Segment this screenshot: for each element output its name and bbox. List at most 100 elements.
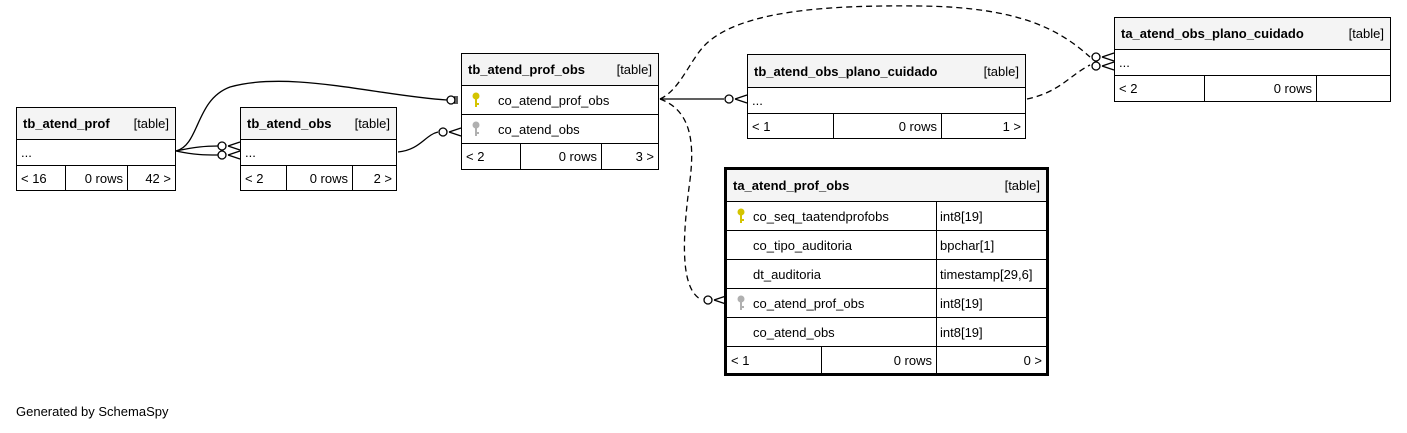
column-name: co_atend_prof_obs	[753, 295, 865, 311]
table-footer: < 2 0 rows 3 >	[462, 144, 658, 169]
table-ta-atend-obs-plano-cuidado[interactable]: ta_atend_obs_plano_cuidado [table] ... <…	[1114, 17, 1391, 102]
parents-link[interactable]: < 1	[752, 118, 771, 134]
placeholder-row: ...	[17, 140, 175, 166]
children-link[interactable]: 42 >	[127, 166, 175, 190]
parents-link[interactable]: < 2	[1119, 81, 1138, 96]
columns-placeholder: ...	[245, 145, 256, 160]
column-type: int8[19]	[936, 289, 1046, 317]
children-link[interactable]: 3 >	[601, 144, 658, 169]
columns-placeholder: ...	[752, 93, 763, 108]
edge-obs-plano-to-ta-obs-plano	[1026, 64, 1091, 100]
cardinality-circle	[217, 141, 227, 151]
column-type: bpchar[1]	[936, 231, 1046, 259]
placeholder-row: ...	[241, 140, 396, 166]
cardinality-circle	[703, 295, 713, 305]
edge-atend-prof-to-atend-obs	[175, 145, 219, 156]
table-header: tb_atend_prof_obs [table]	[462, 54, 658, 86]
column-row[interactable]: co_atend_prof_obs	[462, 86, 658, 115]
primary-key-icon	[472, 92, 480, 107]
row-count: 0 rows	[821, 347, 936, 373]
cardinality-circle	[1091, 52, 1101, 62]
column-name: co_tipo_auditoria	[753, 237, 853, 253]
column-type: int8[19]	[936, 318, 1046, 346]
generated-by-text: Generated by SchemaSpy	[16, 404, 169, 419]
row-count: 0 rows	[520, 144, 601, 169]
table-footer: < 1 0 rows 1 >	[748, 114, 1025, 138]
table-header: tb_atend_obs_plano_cuidado [table]	[748, 55, 1025, 88]
column-name: co_atend_obs	[753, 324, 835, 340]
row-count: 0 rows	[286, 166, 352, 190]
table-name[interactable]: tb_atend_prof	[23, 116, 110, 131]
table-name[interactable]: tb_atend_obs_plano_cuidado	[754, 63, 938, 79]
table-header: tb_atend_obs [table]	[241, 108, 396, 140]
table-footer: < 16 0 rows 42 >	[17, 166, 175, 190]
row-count: 0 rows	[1204, 76, 1316, 101]
table-tb-atend-prof-obs[interactable]: tb_atend_prof_obs [table] co_atend_prof_…	[461, 53, 659, 170]
edge-prof-obs-to-ta-obs-plano	[659, 5, 1091, 100]
table-tb-atend-obs[interactable]: tb_atend_obs [table] ... < 2 0 rows 2 >	[240, 107, 397, 191]
edge-prof-obs-to-ta-prof-obs	[659, 98, 703, 301]
table-name[interactable]: ta_atend_obs_plano_cuidado	[1121, 26, 1304, 41]
cardinality-circle	[446, 95, 456, 105]
column-name: co_atend_prof_obs	[498, 92, 610, 108]
placeholder-row: ...	[748, 88, 1025, 114]
parents-link[interactable]: < 1	[731, 352, 750, 368]
table-footer: < 2 0 rows 2 >	[241, 166, 396, 190]
table-tb-atend-obs-plano-cuidado[interactable]: tb_atend_obs_plano_cuidado [table] ... <…	[747, 54, 1026, 139]
foreign-key-icon	[737, 295, 745, 310]
crow-foot	[448, 127, 462, 137]
parents-link[interactable]: < 16	[21, 170, 47, 186]
crow-foot	[1101, 52, 1115, 71]
cardinality-circle	[1091, 61, 1101, 71]
edge-atend-prof-to-prof-obs	[175, 80, 448, 152]
table-type: [table]	[354, 116, 390, 131]
cardinality-circle	[438, 127, 448, 137]
columns-placeholder: ...	[21, 145, 32, 160]
parents-link[interactable]: < 2	[245, 170, 264, 186]
crow-foot	[454, 96, 458, 104]
table-type: [table]	[133, 116, 169, 131]
column-row[interactable]: co_atend_obs	[462, 115, 658, 144]
table-footer: < 2 0 rows	[1115, 76, 1390, 101]
column-name: co_seq_taatendprofobs	[753, 208, 889, 224]
table-name[interactable]: ta_atend_prof_obs	[733, 178, 850, 193]
table-header: ta_atend_obs_plano_cuidado [table]	[1115, 18, 1390, 50]
edge-atend-obs-to-prof-obs	[397, 131, 439, 153]
primary-key-icon	[737, 208, 745, 223]
table-type: [table]	[983, 63, 1019, 79]
table-name[interactable]: tb_atend_obs	[247, 116, 332, 131]
cardinality-circle	[724, 94, 734, 104]
crow-foot	[227, 141, 241, 160]
column-row[interactable]: dt_auditoria timestamp[29,6]	[727, 260, 1046, 289]
table-ta-atend-prof-obs[interactable]: ta_atend_prof_obs [table] co_seq_taatend…	[724, 167, 1049, 376]
column-type: int8[19]	[936, 202, 1046, 230]
column-row[interactable]: co_seq_taatendprofobs int8[19]	[727, 202, 1046, 231]
table-header: tb_atend_prof [table]	[17, 108, 175, 140]
table-type: [table]	[1004, 178, 1040, 193]
crow-foot	[734, 94, 748, 104]
row-count: 0 rows	[65, 166, 127, 190]
foreign-key-icon	[472, 121, 480, 136]
cardinality-circle	[217, 150, 227, 160]
table-type: [table]	[616, 62, 652, 77]
children-link[interactable]: 1 >	[941, 114, 1025, 138]
table-type: [table]	[1348, 26, 1384, 41]
column-type: timestamp[29,6]	[936, 260, 1046, 288]
column-row[interactable]: co_atend_prof_obs int8[19]	[727, 289, 1046, 318]
column-row[interactable]: co_tipo_auditoria bpchar[1]	[727, 231, 1046, 260]
parents-link[interactable]: < 2	[466, 149, 485, 164]
columns-placeholder: ...	[1119, 55, 1130, 70]
table-name[interactable]: tb_atend_prof_obs	[468, 62, 586, 77]
column-row[interactable]: co_atend_obs int8[19]	[727, 318, 1046, 347]
children-link[interactable]: 2 >	[352, 166, 396, 190]
table-tb-atend-prof[interactable]: tb_atend_prof [table] ... < 16 0 rows 42…	[16, 107, 176, 191]
children-link[interactable]	[1316, 76, 1390, 101]
column-name: co_atend_obs	[498, 121, 580, 137]
children-link[interactable]: 0 >	[936, 347, 1046, 373]
column-name: dt_auditoria	[753, 266, 821, 282]
row-count: 0 rows	[833, 114, 941, 138]
placeholder-row: ...	[1115, 50, 1390, 76]
table-header: ta_atend_prof_obs [table]	[727, 170, 1046, 202]
table-footer: < 1 0 rows 0 >	[727, 347, 1046, 373]
